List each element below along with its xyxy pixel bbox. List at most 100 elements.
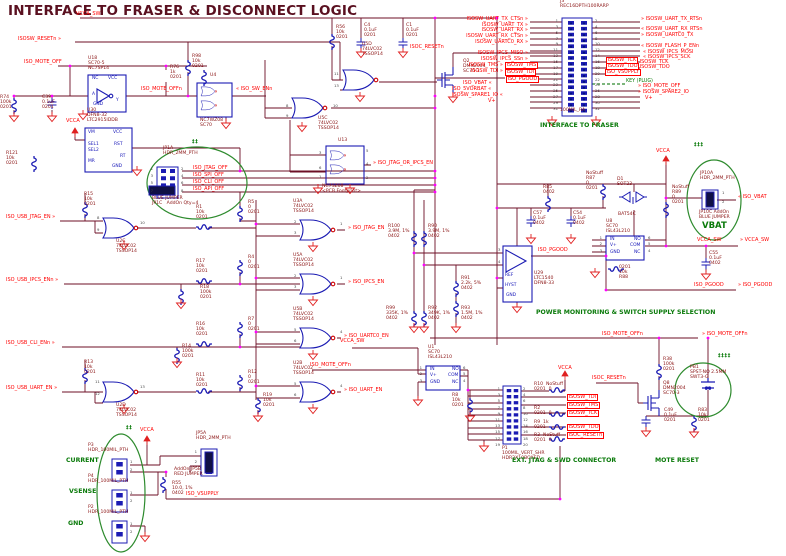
net-label: ISO_MOTE_OFFn [310,362,351,368]
pin-number: 13 [553,53,558,59]
component-label: 0201 [196,215,208,220]
net-label: ISO_JTAG_OFF [193,165,228,171]
wires [13,17,738,534]
net-label: ISO_USB_IPCS_ENn » [6,277,59,283]
component-label: R100 [388,224,400,229]
pin-name: NO [452,367,459,372]
pin-name: GND [610,250,621,255]
component-label: ISL43L210 [428,355,453,360]
component-label: JP10A [700,171,714,176]
pin-number: 6 [294,392,297,397]
component-label: 0.1uF [533,216,546,221]
pin-number: 15 [553,58,558,64]
net-label: VCCA_SW [697,237,722,243]
pin-number: 2 [294,219,297,224]
component-label: SC70 [428,350,440,355]
pin-name: Y [116,98,119,103]
net-label: ISOSW_IPCS_SSn » [480,56,528,62]
jumpers [111,166,719,544]
component-label: R83 [698,408,708,413]
net-label: ISOC_RESETn [410,44,444,50]
pin-number: 12 [523,417,528,422]
pin-number: 30 [595,99,600,105]
pin-number: 20 [523,441,528,447]
net-label: « ISOSW_IPCS_SCK [643,54,691,60]
component-label: R15 [84,192,94,197]
component-label: R14 [182,344,192,349]
component-label: PB1 [690,365,699,370]
net-label: » ISO_UARTC0_EN [344,333,389,339]
junction-dots [12,16,710,501]
component-label: D1 [617,177,624,182]
p3-header [111,458,128,482]
component-label: 0201 [364,33,376,38]
pin-name: V+ [610,243,617,248]
component-label: 0402 [533,221,545,226]
component-label: 0 [248,205,251,210]
component-label: 74LVC02 [293,312,314,317]
component-label: SC70 [200,123,212,128]
component-label: 1k [170,70,176,75]
section-label: GND [68,520,84,527]
component-label: 74LVC02 [293,258,314,263]
component-label: 0201 0 [534,438,552,443]
p2-header [111,520,128,544]
component-label: 100k [182,349,194,354]
component-label: RED JUMPER [174,472,203,477]
pin-name: RT [120,154,126,159]
component-label: 100MIL_VERT_SHR [502,451,545,456]
pin-number: 6 [523,398,526,404]
component-label: 0.1uF [664,413,677,418]
pin-number: 2 [130,497,133,503]
net-label: VCCA [66,118,80,124]
pin-number: 2 [599,241,602,247]
pin-number: 4 [181,173,184,179]
component-label: Q8 [663,381,670,386]
component-label: SC70-3 [663,391,680,396]
component-label: JP1C AddOn Qty=4 [152,201,199,206]
pin-number: 18 [595,64,600,70]
component-label: 0201 [248,265,260,270]
pin-number: 5 [366,148,369,153]
section-label: MOTE RESET [655,457,699,464]
pin-number: 1 [130,459,133,464]
component-label: 0201 [406,33,418,38]
net-label: » ISO_JTAG_OR_IPCS_EN [373,160,434,166]
component-label: C57 [533,211,543,216]
net-label: » VCCA_SW [740,237,770,243]
component-label: R89 [672,190,682,195]
component-label: R8 [452,393,459,398]
j3-connector-body [561,17,593,117]
net-label: ISOSW_TDI [567,394,598,402]
component-label: 0201 [6,161,18,166]
pin-number: 3 [555,23,558,29]
jumper-mark: ‡ ‡ [192,139,198,145]
net-label: « ISOSW_IPCS_MOSI [643,49,694,55]
pin-number: 9 [555,41,558,47]
pin-number: 5 [294,381,297,386]
net-label: « ISOSW_UART_RX_RTSn [641,26,703,32]
section-label: KEY (PLUG) [626,79,653,84]
pin-number: 13 [334,83,339,88]
component-label: 0402 [461,286,473,291]
net-label: » ISO_PGOOD [738,282,773,288]
component-label: 0201 [170,75,182,80]
net-label: ISO_SPI_OFF [193,172,224,178]
net-label: ISOSW_SPARE1_IO « [452,92,503,98]
component-label: 74LVC02 [293,366,314,371]
component-label: SC70 [606,224,618,229]
component-label: 0201 [84,202,96,207]
component-label: R90 [428,224,438,229]
section-label: EXT. JTAG & SWD CONNECTOR [512,457,617,464]
pin-number: 29 [553,99,558,105]
pin-number: 5 [648,241,651,247]
component-label: 0201 [196,332,208,337]
component-label: 10k [336,30,345,35]
component-label: LTC1540 [534,276,554,281]
component-label: 0201 [42,105,54,110]
pin-number: 4 [340,329,343,334]
component-label: 0201 [192,64,204,69]
jp10a-header [701,189,719,210]
pin-number: 1 [599,235,602,240]
component-label: R4 [248,255,255,260]
